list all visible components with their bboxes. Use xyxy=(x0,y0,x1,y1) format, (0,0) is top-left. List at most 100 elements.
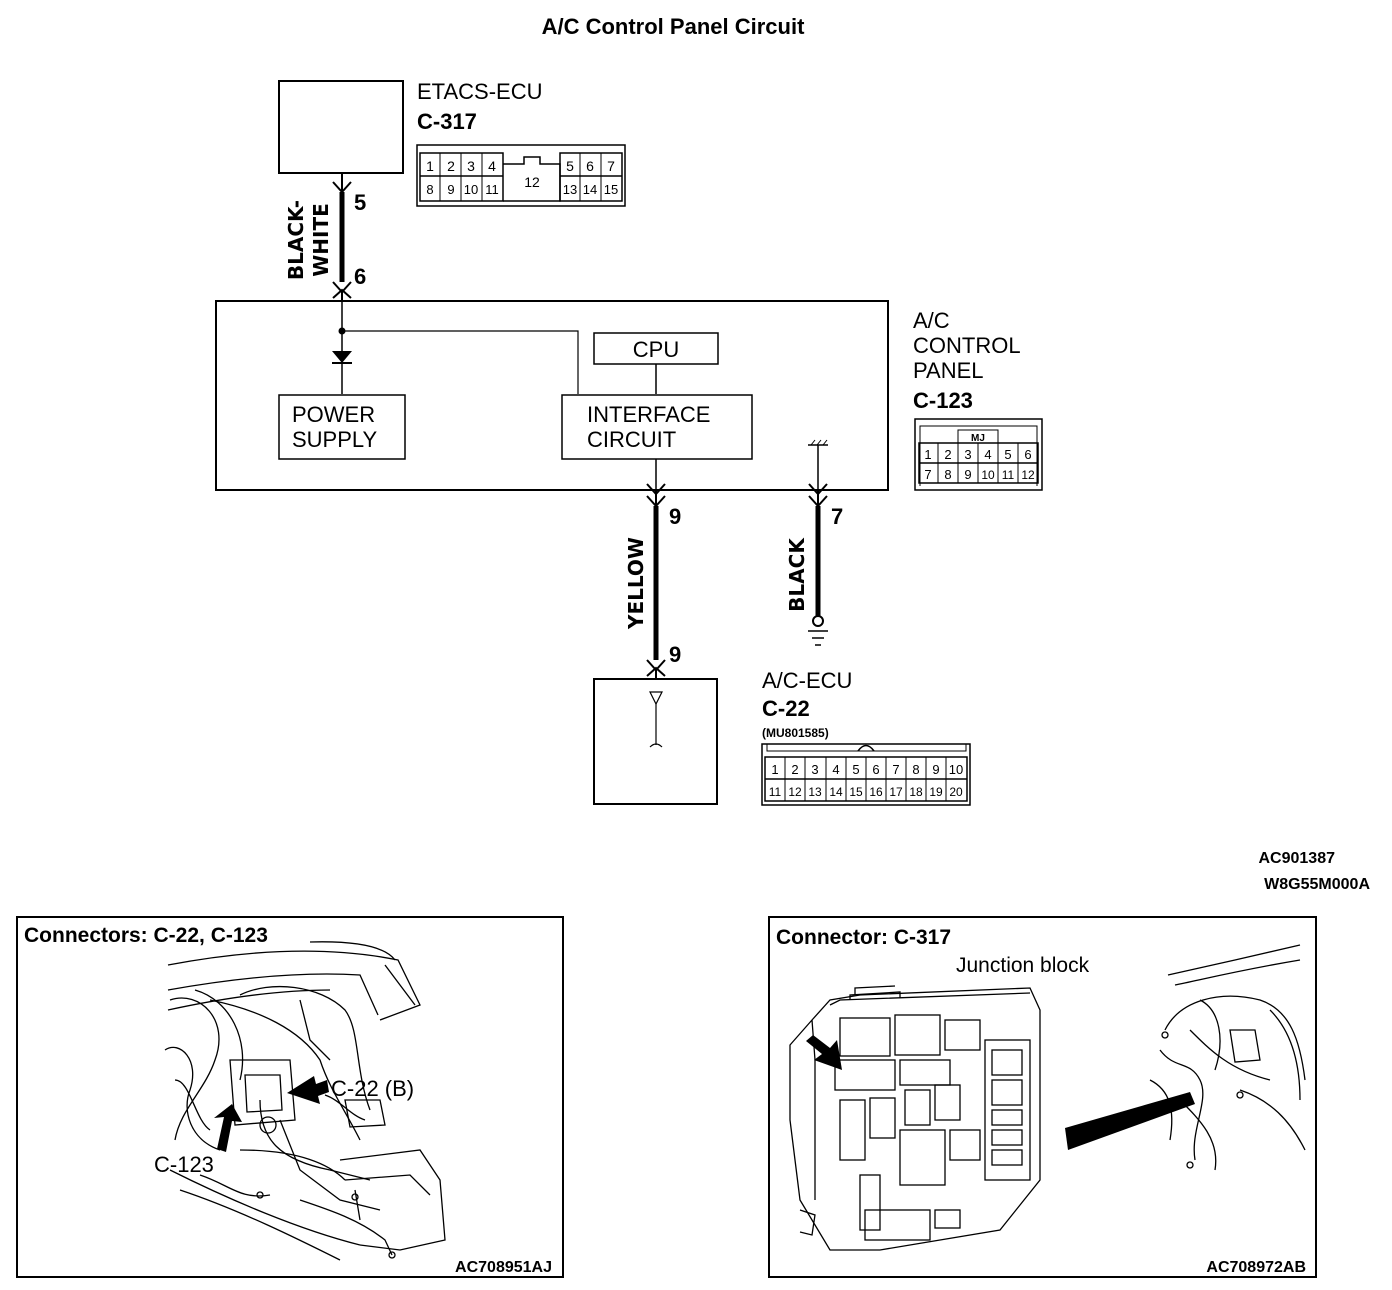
pin-6-label: 6 xyxy=(354,264,366,289)
wire-black-white: 5 6 BLACK- WHITE xyxy=(284,174,366,302)
power-supply-label: SUPPLY xyxy=(292,427,378,452)
figure-code: W8G55M000A xyxy=(1264,876,1370,893)
svg-text:20: 20 xyxy=(949,785,963,799)
connector-c22-face: 1 2 3 4 5 6 7 8 9 10 11 12 13 14 15 16 1… xyxy=(761,743,971,806)
photo-code: AC708972AB xyxy=(1206,1259,1306,1276)
svg-text:10: 10 xyxy=(949,762,963,777)
svg-text:8: 8 xyxy=(912,762,919,777)
interface-circuit-label: CIRCUIT xyxy=(587,427,676,452)
ac-ecu-connector-id: C-22 xyxy=(762,696,810,721)
dashboard-illustration xyxy=(164,941,446,1261)
svg-text:11: 11 xyxy=(485,182,499,197)
panel-internal-wiring xyxy=(332,302,828,490)
svg-text:13: 13 xyxy=(808,785,822,799)
wire-color-label: YELLOW xyxy=(624,537,648,630)
photo-connectors-c22-c123: Connectors: C-22, C-123 xyxy=(16,916,564,1278)
cpu-label: CPU xyxy=(633,337,679,362)
page-title: A/C Control Panel Circuit xyxy=(542,14,805,39)
svg-text:1: 1 xyxy=(426,158,434,174)
svg-text:2: 2 xyxy=(791,762,798,777)
svg-text:9: 9 xyxy=(447,182,454,197)
interface-circuit-label: INTERFACE xyxy=(587,402,710,427)
callout-junction-block: Junction block xyxy=(956,954,1090,977)
svg-text:1: 1 xyxy=(924,447,931,462)
ac-ecu-box xyxy=(593,678,718,805)
ac-control-panel-name: CONTROL xyxy=(913,333,1021,358)
wire-yellow: 9 9 YELLOW xyxy=(624,483,681,680)
pointer-wedge-c317 xyxy=(1065,1092,1195,1150)
svg-text:12: 12 xyxy=(1021,468,1035,482)
photo-code: AC708951AJ xyxy=(455,1259,552,1276)
svg-text:14: 14 xyxy=(829,785,843,799)
svg-text:2: 2 xyxy=(447,158,455,174)
pointer-arrow-c123 xyxy=(214,1104,242,1152)
svg-text:6: 6 xyxy=(586,158,594,174)
svg-text:4: 4 xyxy=(488,158,496,174)
wire-color-label: BLACK xyxy=(785,537,809,612)
svg-text:7: 7 xyxy=(924,467,931,482)
connector-c317-face: 1 2 3 4 5 6 7 8 9 10 11 12 13 14 15 xyxy=(416,144,626,207)
photo-title: Connectors: C-22, C-123 xyxy=(24,924,268,947)
connector-c123-face: MJ 1 2 3 4 5 6 7 8 9 10 11 12 xyxy=(914,418,1043,491)
svg-text:9: 9 xyxy=(932,762,939,777)
power-supply-block xyxy=(278,394,406,460)
ac-panel-connector-id: C-123 xyxy=(913,388,973,413)
svg-text:10: 10 xyxy=(464,182,478,197)
pin-7-label: 7 xyxy=(831,504,843,529)
svg-text:3: 3 xyxy=(811,762,818,777)
svg-text:6: 6 xyxy=(1024,447,1031,462)
svg-text:7: 7 xyxy=(892,762,899,777)
svg-text:MJ: MJ xyxy=(971,433,985,444)
svg-text:11: 11 xyxy=(1002,468,1015,482)
ac-control-panel-name: PANEL xyxy=(913,358,984,383)
svg-text:10: 10 xyxy=(981,468,995,482)
etacs-connector-id: C-317 xyxy=(417,109,477,134)
svg-text:15: 15 xyxy=(849,785,863,799)
photo-connector-c317: Connector: C-317 Junction block xyxy=(768,916,1317,1278)
pin-9-label: 9 xyxy=(669,642,681,667)
svg-text:19: 19 xyxy=(929,785,943,799)
etacs-ecu-name: ETACS-ECU xyxy=(417,79,543,104)
cpu-block xyxy=(593,332,719,365)
callout-c123: C-123 xyxy=(154,1152,214,1177)
junction-block-illustration xyxy=(789,944,1306,1251)
etacs-ecu-box xyxy=(278,80,404,174)
wire-color-label: BLACK- xyxy=(284,200,308,280)
svg-text:8: 8 xyxy=(944,467,951,482)
svg-text:15: 15 xyxy=(604,182,618,197)
svg-text:18: 18 xyxy=(909,785,923,799)
svg-text:6: 6 xyxy=(872,762,879,777)
wire-black-ground: 7 BLACK xyxy=(785,483,843,646)
pointer-arrow-c22 xyxy=(287,1076,329,1104)
figure-code: AC901387 xyxy=(1259,850,1336,867)
svg-text:17: 17 xyxy=(889,785,903,799)
svg-text:1: 1 xyxy=(771,762,778,777)
ac-ecu-part-number: (MU801585) xyxy=(762,726,829,740)
svg-text:4: 4 xyxy=(832,762,839,777)
svg-text:12: 12 xyxy=(788,785,802,799)
svg-text:4: 4 xyxy=(984,447,991,462)
ac-ecu-name: A/C-ECU xyxy=(762,668,852,693)
ac-control-panel-name: A/C xyxy=(913,308,950,333)
callout-c22: C-22 (B) xyxy=(331,1076,414,1101)
svg-text:12: 12 xyxy=(524,174,540,190)
svg-text:2: 2 xyxy=(944,447,951,462)
svg-text:11: 11 xyxy=(769,785,782,799)
ac-ecu-input-symbol xyxy=(649,691,663,748)
svg-text:16: 16 xyxy=(869,785,883,799)
ac-control-panel-box xyxy=(215,300,889,491)
pointer-arrow-c317 xyxy=(806,1035,842,1070)
svg-text:9: 9 xyxy=(964,467,971,482)
pin-9-label: 9 xyxy=(669,504,681,529)
svg-text:3: 3 xyxy=(964,447,971,462)
pin-5-label: 5 xyxy=(354,190,366,215)
svg-text:5: 5 xyxy=(852,762,859,777)
svg-text:3: 3 xyxy=(467,158,475,174)
svg-text:13: 13 xyxy=(563,182,577,197)
photo-title: Connector: C-317 xyxy=(776,926,951,949)
wire-color-label: WHITE xyxy=(309,203,333,277)
svg-text:5: 5 xyxy=(566,158,574,174)
svg-text:14: 14 xyxy=(583,182,597,197)
interface-circuit-block xyxy=(561,394,753,460)
